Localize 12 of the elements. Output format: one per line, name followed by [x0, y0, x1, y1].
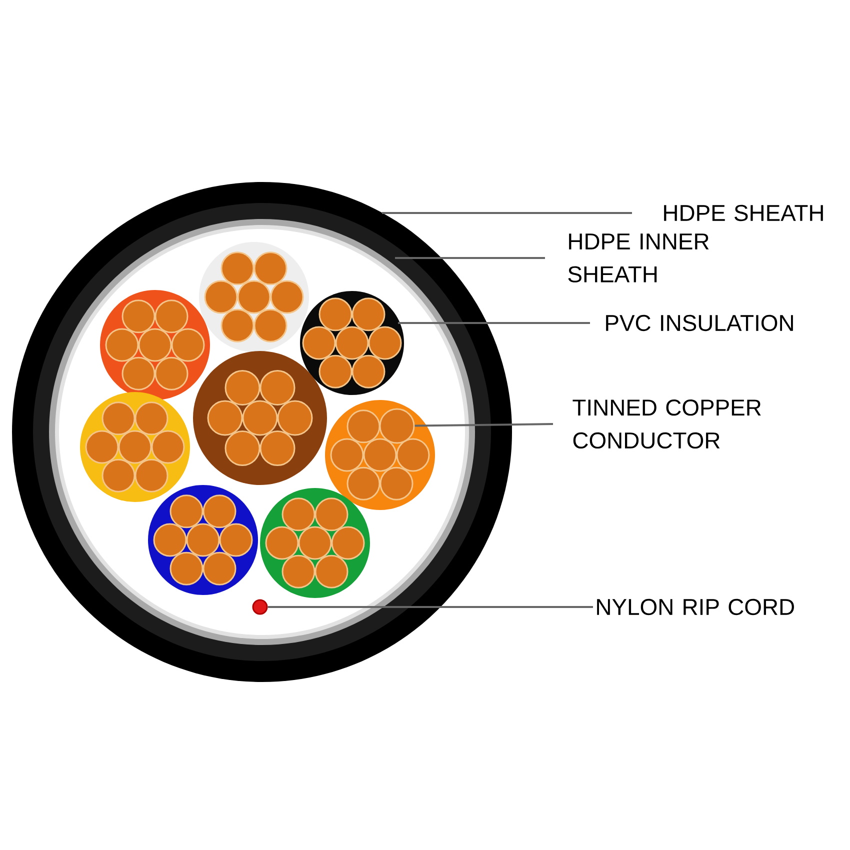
leader-line: [398, 322, 590, 324]
rip-cord: [252, 599, 268, 615]
callout-label: PVC INSULATION: [606, 314, 793, 332]
leader-line: [268, 606, 593, 608]
leader-line: [382, 212, 632, 214]
callout-label: TINNED COPPER CONDUCTOR: [572, 399, 761, 449]
copper-strand: [379, 408, 415, 444]
callout-label: HDPE SHEATH: [664, 204, 823, 222]
leader-line: [395, 257, 545, 259]
leader-line: [414, 423, 554, 427]
callout-label: NYLON RIP CORD: [597, 598, 794, 616]
callout-label: HDPE INNER SHEATH: [568, 234, 709, 282]
